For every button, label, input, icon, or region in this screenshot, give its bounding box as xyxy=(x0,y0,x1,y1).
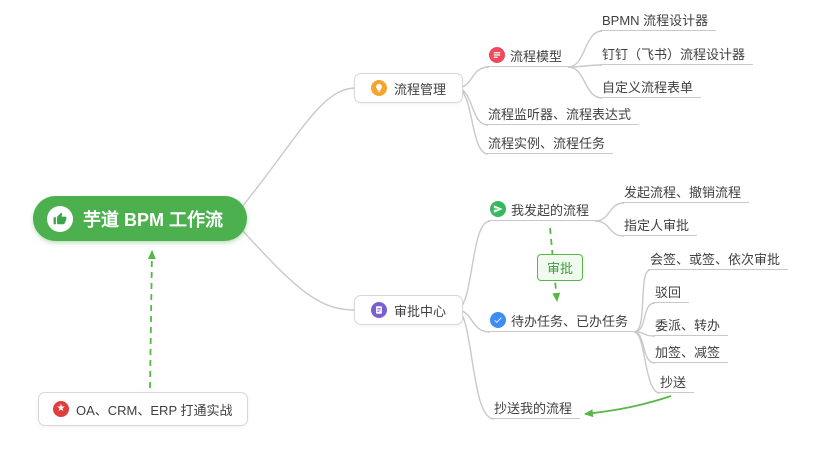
leaf-process-model[interactable]: 流程模型 xyxy=(487,44,571,67)
leaf-custom-form[interactable]: 自定义流程表单 xyxy=(600,75,702,98)
approval-flow-badge[interactable]: 审批 xyxy=(537,254,584,281)
approval-doc-icon xyxy=(371,302,387,318)
badge-label: 审批 xyxy=(547,261,574,276)
leaf-label: 加签、减签 xyxy=(655,344,721,360)
leaf-label: 流程实例、流程任务 xyxy=(488,135,606,151)
topic-label: 流程管理 xyxy=(394,81,447,97)
leaf-label: 委派、转办 xyxy=(655,317,721,333)
leaf-instance-task[interactable]: 流程实例、流程任务 xyxy=(486,131,614,154)
wire-root-to-approval-center xyxy=(241,229,357,311)
leaf-label: BPMN 流程设计器 xyxy=(602,12,709,28)
leaf-label: 发起流程、撤销流程 xyxy=(624,184,742,200)
root-topic[interactable]: 芋道 BPM 工作流 xyxy=(33,196,248,241)
leaf-cc-my-flow[interactable]: 抄送我的流程 xyxy=(492,396,581,419)
wire-model-to-custom-form xyxy=(567,66,603,99)
wire-root-to-process-mgmt xyxy=(241,87,357,208)
leaf-label: 待办任务、已办任务 xyxy=(511,313,629,329)
leaf-label: 抄送 xyxy=(660,374,687,390)
leaf-label: 流程监听器、流程表达式 xyxy=(488,106,632,122)
wire-initiated-to-launch xyxy=(594,202,625,222)
leaf-label: 抄送我的流程 xyxy=(494,400,573,416)
note-oa-crm-erp[interactable]: ★ OA、CRM、ERP 打通实战 xyxy=(38,392,248,426)
leaf-label: 指定人审批 xyxy=(624,217,690,233)
leaf-add-remove-sign[interactable]: 加签、减签 xyxy=(653,340,729,363)
leaf-todo-done-tasks[interactable]: 待办任务、已办任务 xyxy=(488,309,637,332)
leaf-label: 自定义流程表单 xyxy=(602,79,694,95)
star-icon: ★ xyxy=(53,401,69,417)
leaf-cc[interactable]: 抄送 xyxy=(658,370,695,393)
wire-tasks-to-reject xyxy=(633,302,656,333)
arrow-cc-to-cc-flow xyxy=(584,395,672,418)
lightbulb-icon xyxy=(371,80,387,96)
wire-tasks-to-countersign xyxy=(633,269,651,333)
note-label: OA、CRM、ERP 打通实战 xyxy=(76,402,233,418)
leaf-assigned-approver[interactable]: 指定人审批 xyxy=(622,213,698,236)
leaf-label: 会签、或签、依次审批 xyxy=(650,251,781,267)
wire-model-to-bpmn xyxy=(567,30,603,68)
leaf-my-initiated[interactable]: 我发起的流程 xyxy=(488,198,598,221)
leaf-dingtalk-designer[interactable]: 钉钉（飞书）流程设计器 xyxy=(600,42,754,65)
send-icon xyxy=(490,201,506,217)
leaf-label: 钉钉（飞书）流程设计器 xyxy=(602,46,746,62)
leaf-launch-cancel[interactable]: 发起流程、撤销流程 xyxy=(622,180,750,203)
topic-approval-center[interactable]: 审批中心 xyxy=(354,295,464,325)
arrow-note-to-root xyxy=(147,250,156,389)
wire-tasks-to-addsign xyxy=(633,331,656,364)
leaf-delegate-transfer[interactable]: 委派、转办 xyxy=(653,313,729,336)
thumbs-up-icon xyxy=(47,205,73,232)
topic-label: 审批中心 xyxy=(394,303,447,319)
flow-model-icon xyxy=(489,47,505,63)
leaf-label: 流程模型 xyxy=(510,48,563,64)
leaf-countersign[interactable]: 会签、或签、依次审批 xyxy=(648,247,789,270)
leaf-bpmn-designer[interactable]: BPMN 流程设计器 xyxy=(600,8,717,31)
leaf-reject[interactable]: 驳回 xyxy=(653,280,690,303)
wire-tasks-to-delegate xyxy=(633,331,656,337)
leaf-listener-expression[interactable]: 流程监听器、流程表达式 xyxy=(486,102,640,125)
check-icon xyxy=(490,312,506,328)
wire-model-to-dingtalk xyxy=(567,64,603,68)
topic-process-management[interactable]: 流程管理 xyxy=(354,73,464,103)
leaf-label: 驳回 xyxy=(655,284,682,300)
star-glyph: ★ xyxy=(56,403,66,414)
root-topic-label: 芋道 BPM 工作流 xyxy=(83,209,224,230)
wire-initiated-to-assignee xyxy=(594,220,625,237)
leaf-label: 我发起的流程 xyxy=(511,202,590,218)
